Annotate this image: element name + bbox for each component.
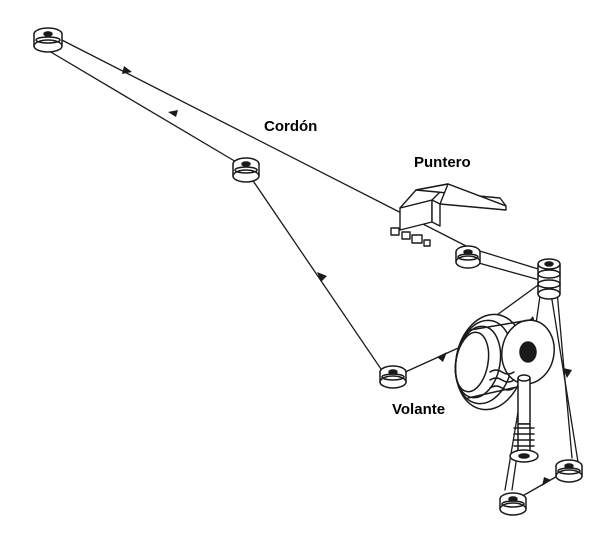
pointer-label: Puntero: [414, 154, 471, 171]
pulley-top-left: [33, 27, 63, 53]
pulley-middle: [232, 157, 260, 183]
flywheel-drum: [454, 313, 555, 463]
arrow-icon: [437, 352, 447, 362]
arrow-icon: [317, 272, 327, 282]
pulley-bottom-left: [499, 492, 527, 516]
pulley-bottom-right: [555, 459, 583, 483]
dial-cord: [43, 34, 579, 503]
flywheel-label: Volante: [392, 401, 446, 418]
arrow-icon: [168, 110, 178, 117]
pulley-near-pointer: [455, 245, 481, 269]
pulley-right-top: [537, 258, 561, 300]
pointer: [390, 183, 507, 247]
pulley-lower-center: [379, 365, 407, 389]
arrow-icon: [563, 368, 572, 378]
cord-label: Cordón: [264, 118, 318, 135]
arrow-icon: [542, 477, 551, 486]
arrow-icon: [122, 66, 132, 74]
cord-direction-arrows: [122, 66, 572, 486]
